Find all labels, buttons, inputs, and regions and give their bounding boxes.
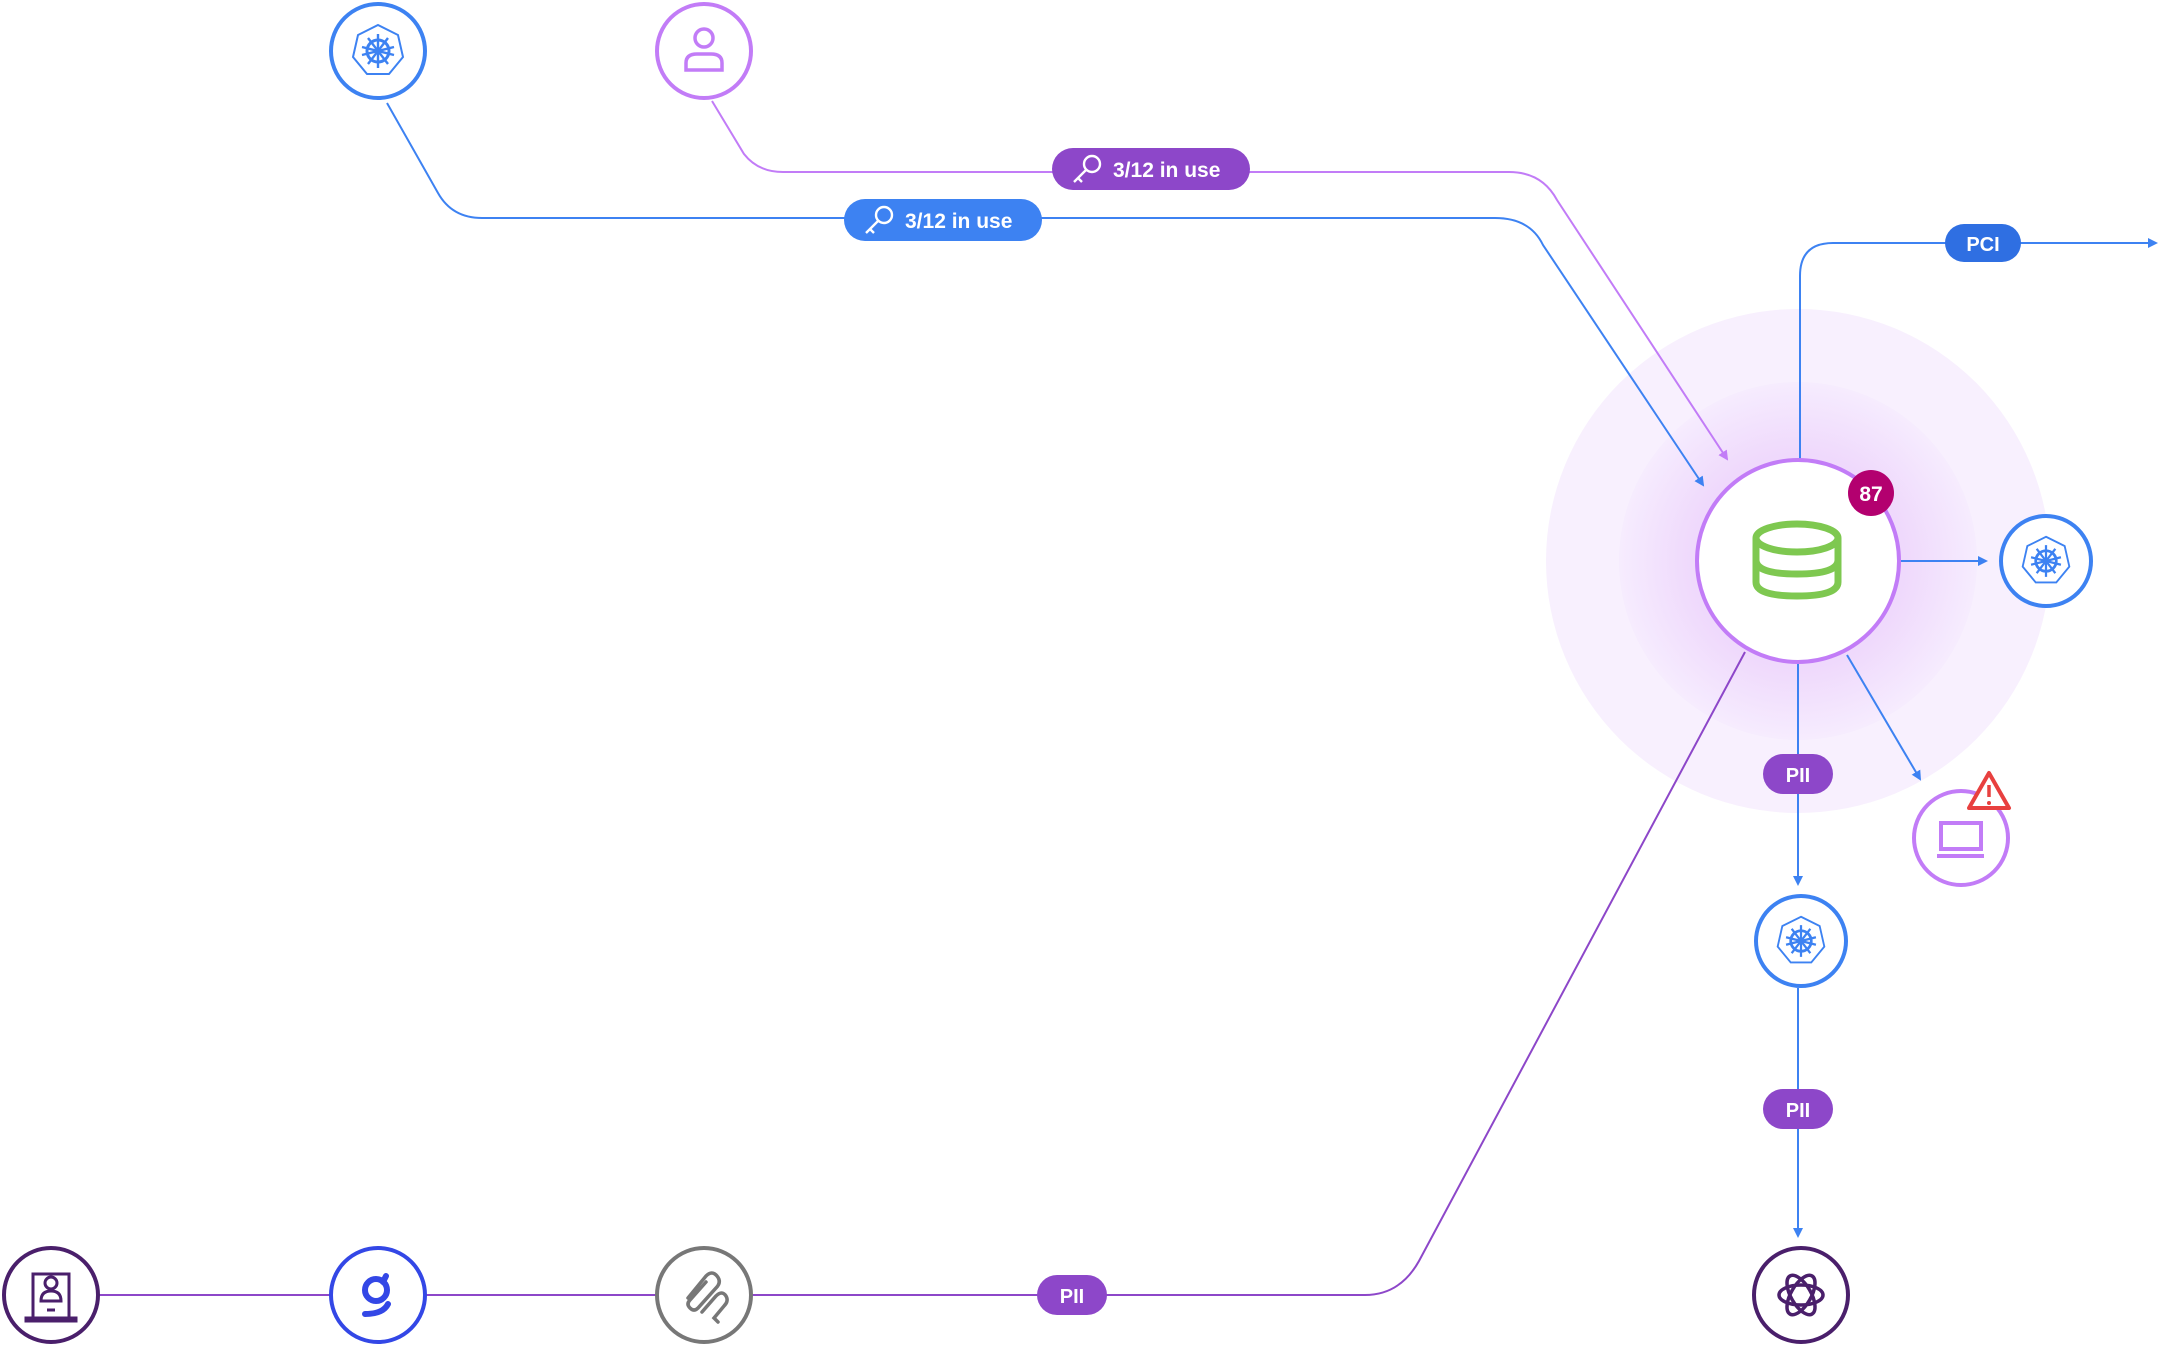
pii-pill[interactable]: PII	[1763, 1089, 1833, 1129]
laptop-icon	[1937, 821, 1984, 858]
svg-text:87: 87	[1859, 483, 1882, 506]
risk-score-badge: 87	[1848, 470, 1894, 516]
pii-label: PII	[1786, 765, 1810, 787]
node-clip-service[interactable]	[655, 1246, 753, 1344]
pii-pill[interactable]: PII	[1037, 1275, 1107, 1315]
user-laptop-icon	[24, 1272, 78, 1323]
key-usage-pill-purple[interactable]: 3/12 in use	[1052, 148, 1250, 190]
node-database[interactable]: 87	[1695, 458, 1901, 664]
pci-pill[interactable]: PCI	[1945, 224, 2021, 262]
node-openai[interactable]	[1752, 1246, 1850, 1344]
edge-db-pci-out[interactable]	[1799, 238, 2158, 459]
pii-label: PII	[1060, 1286, 1084, 1308]
g-logo-icon	[362, 1273, 391, 1317]
node-top-user[interactable]	[655, 2, 753, 100]
node-g-service[interactable]	[329, 1246, 427, 1344]
pii-label: PII	[1786, 1100, 1810, 1122]
node-workstation[interactable]	[2, 1246, 100, 1344]
paperclip-icon	[686, 1271, 729, 1324]
edge-k8s-to-db[interactable]	[386, 102, 1705, 487]
key-icon	[1073, 154, 1102, 183]
openai-icon	[1777, 1273, 1825, 1317]
user-icon	[684, 27, 724, 72]
node-bottom-kubernetes[interactable]	[1754, 894, 1848, 988]
edge-db-to-laptop[interactable]	[1846, 654, 1922, 781]
pii-pill[interactable]: PII	[1763, 754, 1833, 794]
node-laptop[interactable]	[1912, 771, 2011, 887]
warning-icon	[1967, 771, 2011, 810]
edge-bottom-chain-to-db[interactable]	[99, 651, 1746, 1296]
node-right-kubernetes[interactable]	[1999, 514, 2093, 608]
key-icon	[865, 205, 894, 234]
key-usage-label: 3/12 in use	[905, 210, 1012, 233]
key-usage-pill-blue[interactable]: 3/12 in use	[844, 199, 1042, 241]
key-usage-label: 3/12 in use	[1113, 159, 1220, 182]
pci-label: PCI	[1966, 234, 1999, 256]
node-top-kubernetes[interactable]	[329, 2, 427, 100]
database-icon	[1752, 520, 1842, 600]
